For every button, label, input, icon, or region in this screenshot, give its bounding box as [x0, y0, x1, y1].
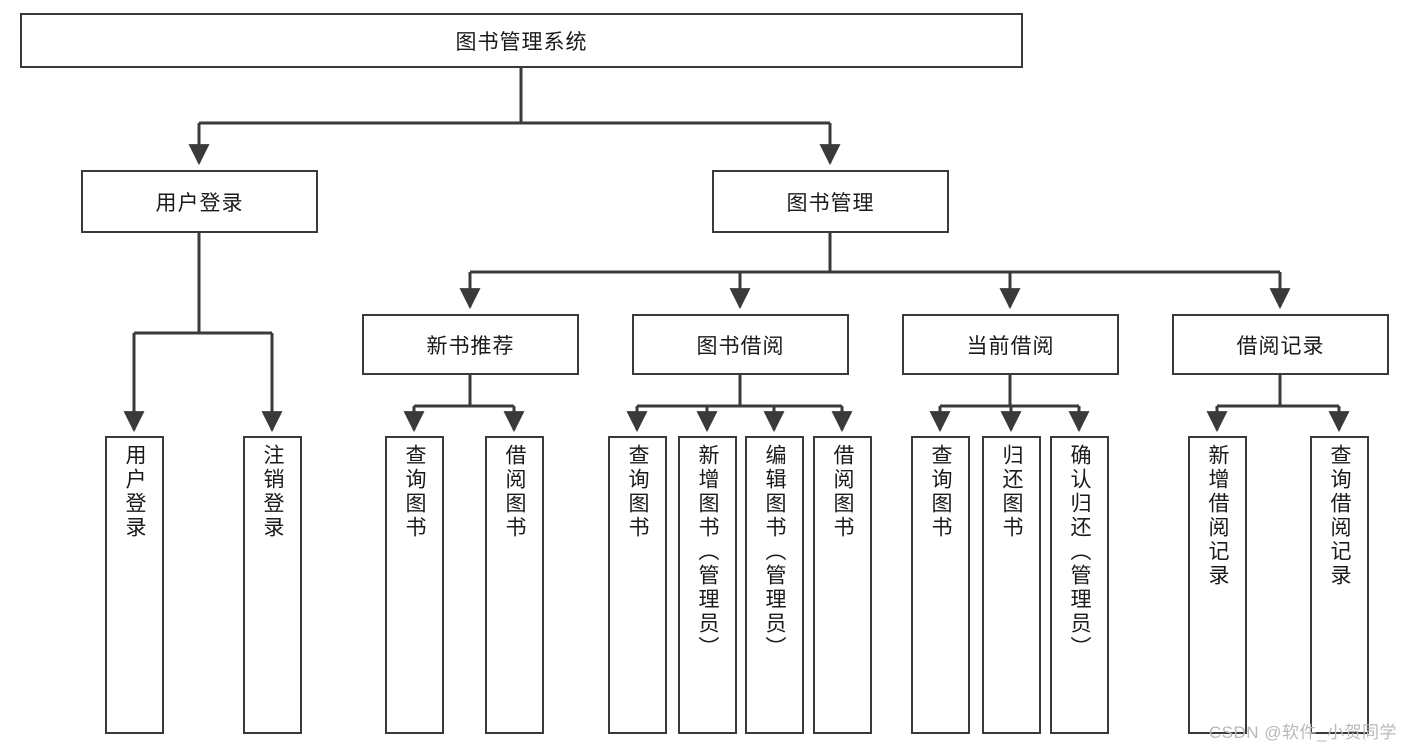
leaf-label: 新增借阅记录: [1206, 444, 1229, 588]
leaf-label: 新增图书（管理员）: [696, 444, 719, 660]
csdn-watermark: CSDN @软件_小贺同学: [1208, 723, 1397, 742]
node-new-book-recommend[interactable]: 新书推荐: [362, 314, 579, 375]
node-user-login[interactable]: 用户登录: [81, 170, 318, 233]
leaf-label: 用户登录: [123, 444, 146, 540]
node-book-borrow[interactable]: 图书借阅: [632, 314, 849, 375]
node-borrow-record[interactable]: 借阅记录: [1172, 314, 1389, 375]
node-leaf-query-book-current[interactable]: 查询图书: [911, 436, 970, 734]
node-leaf-logout[interactable]: 注销登录: [243, 436, 302, 734]
node-leaf-borrow-book-recommend[interactable]: 借阅图书: [485, 436, 544, 734]
node-root-title[interactable]: 图书管理系统: [20, 13, 1023, 68]
leaf-label: 借阅图书: [831, 444, 854, 540]
leaf-label: 查询图书: [626, 444, 649, 540]
node-leaf-query-borrow-record[interactable]: 查询借阅记录: [1310, 436, 1369, 734]
node-leaf-edit-book[interactable]: 编辑图书（管理员）: [745, 436, 804, 734]
leaf-label: 确认归还（管理员）: [1068, 444, 1091, 660]
node-leaf-user-login[interactable]: 用户登录: [105, 436, 164, 734]
node-leaf-query-book-recommend[interactable]: 查询图书: [385, 436, 444, 734]
node-leaf-query-book-borrow[interactable]: 查询图书: [608, 436, 667, 734]
node-current-borrow[interactable]: 当前借阅: [902, 314, 1119, 375]
node-leaf-return-book[interactable]: 归还图书: [982, 436, 1041, 734]
leaf-label: 注销登录: [261, 444, 284, 540]
node-leaf-add-borrow-record[interactable]: 新增借阅记录: [1188, 436, 1247, 734]
leaf-label: 编辑图书（管理员）: [763, 444, 786, 660]
leaf-label: 借阅图书: [503, 444, 526, 540]
node-leaf-borrow-book[interactable]: 借阅图书: [813, 436, 872, 734]
leaf-label: 归还图书: [1000, 444, 1023, 540]
leaf-label: 查询图书: [403, 444, 426, 540]
node-book-manage[interactable]: 图书管理: [712, 170, 949, 233]
node-leaf-add-book[interactable]: 新增图书（管理员）: [678, 436, 737, 734]
leaf-label: 查询借阅记录: [1328, 444, 1351, 588]
leaf-label: 查询图书: [929, 444, 952, 540]
node-leaf-confirm-return[interactable]: 确认归还（管理员）: [1050, 436, 1109, 734]
